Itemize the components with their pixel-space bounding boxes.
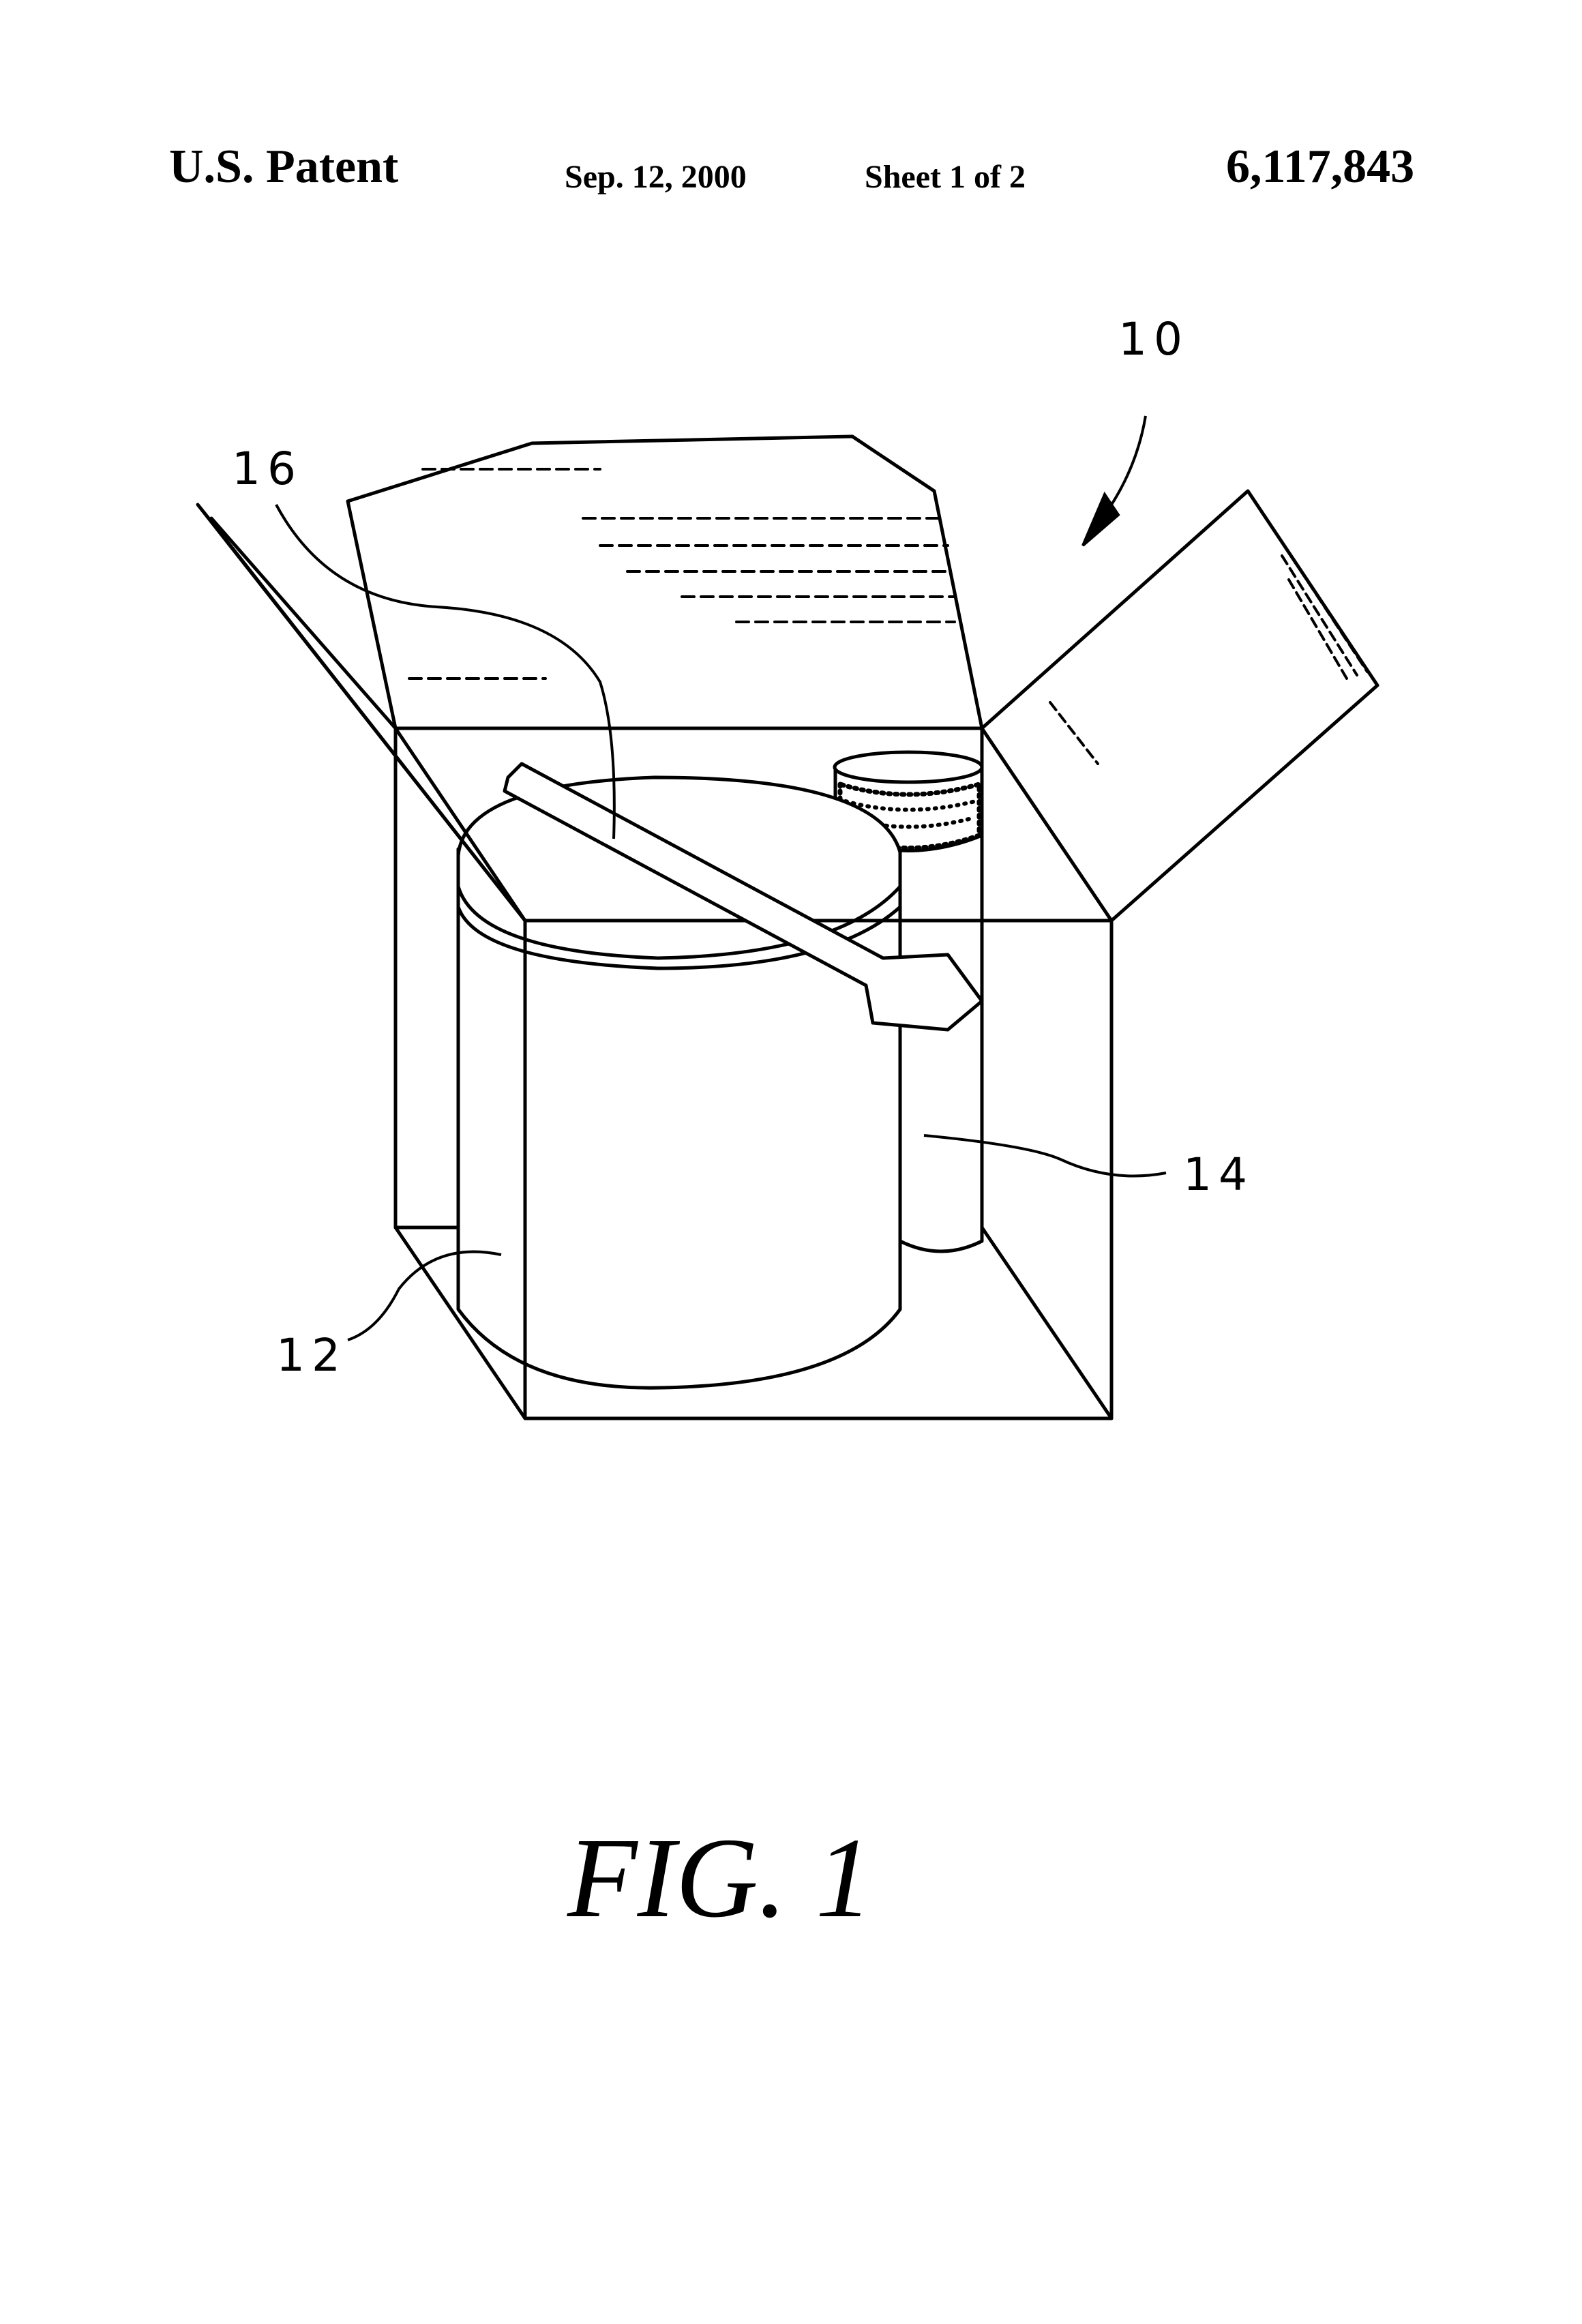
ref-numeral-10: 10	[1118, 313, 1189, 366]
box-back-flap	[348, 436, 982, 728]
box-right-flap	[982, 491, 1377, 921]
ref-numeral-12: 12	[276, 1329, 347, 1382]
figure-caption: FIG. 1	[567, 1815, 873, 1941]
ref-numeral-16: 16	[232, 443, 303, 495]
ref-numeral-14: 14	[1183, 1148, 1254, 1201]
